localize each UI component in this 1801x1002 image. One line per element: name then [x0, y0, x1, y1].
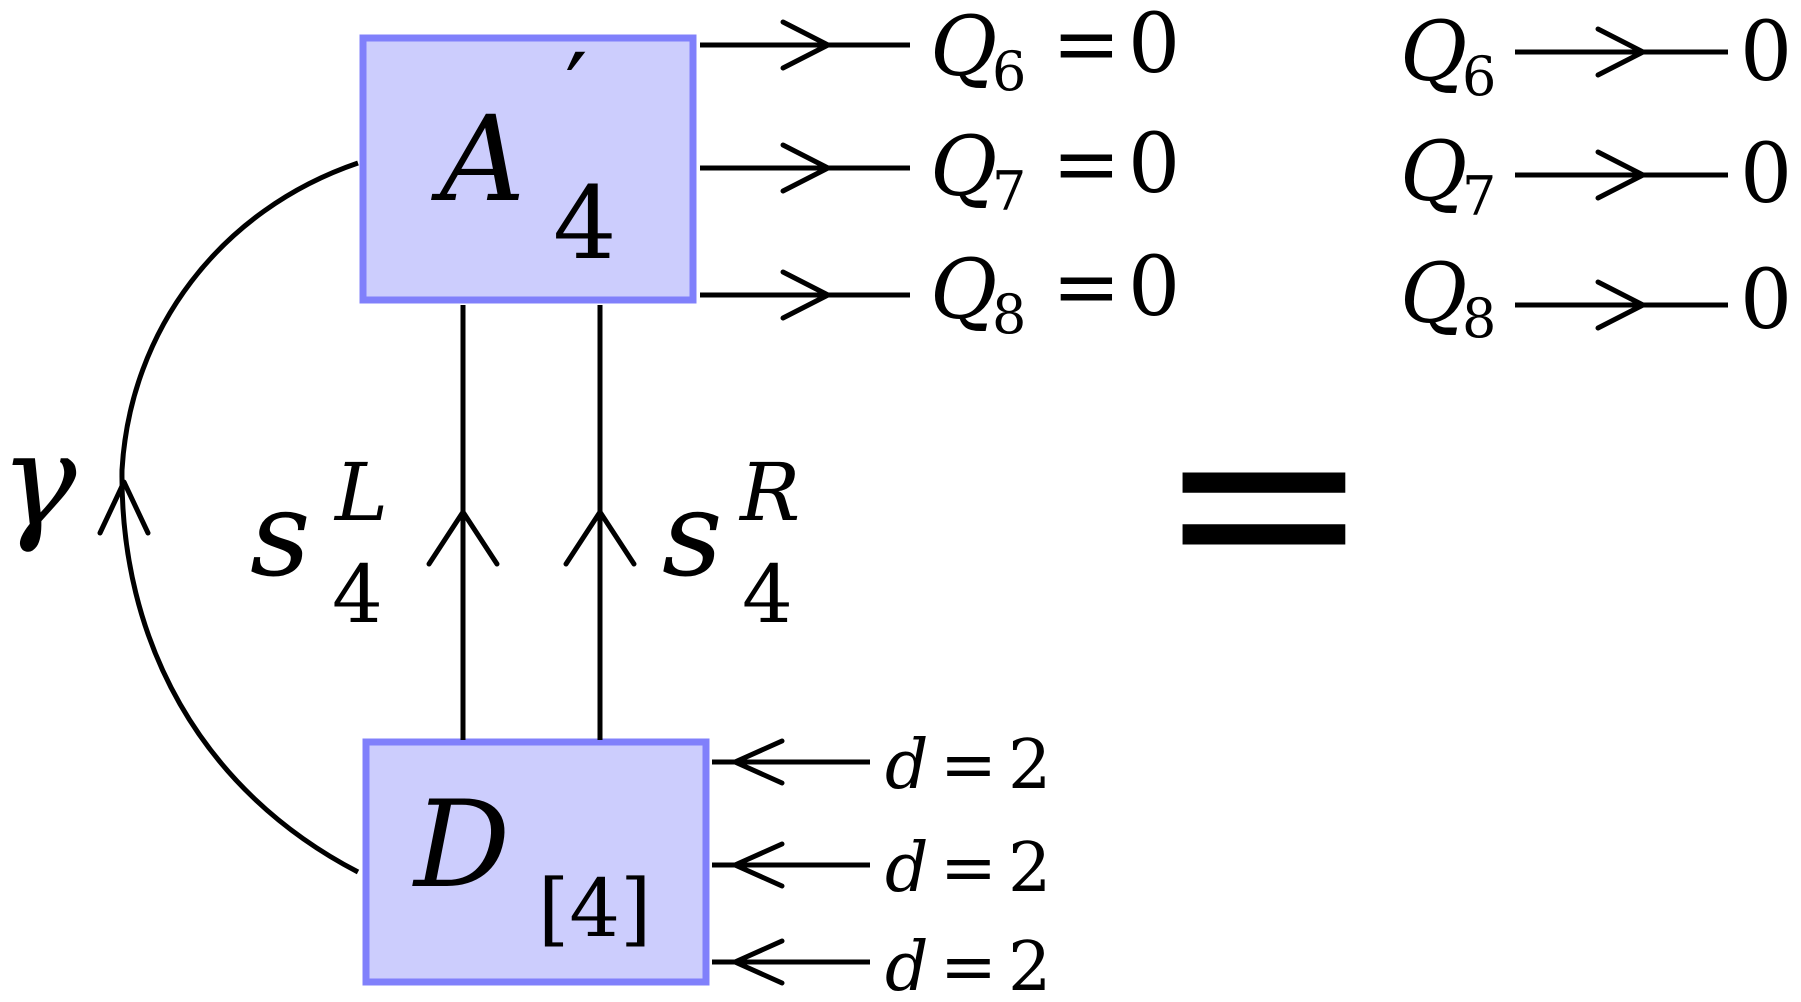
left-wire-label-subscript: 4 [332, 548, 383, 641]
left-wire-arrowhead-icon [426, 509, 500, 567]
output-arrowhead-icon [780, 142, 831, 194]
input-2-relation: = [940, 829, 997, 908]
input-3-relation: = [940, 928, 997, 997]
input-1-value: 2 [1008, 726, 1051, 805]
result-q7-subscript: 7 [1462, 165, 1496, 228]
output-q7-value: 0 [1128, 117, 1180, 212]
left-wire-label-superscript: L [333, 446, 388, 539]
output-q7-relation: = [1052, 117, 1121, 212]
result-arrowhead-icon [1595, 149, 1646, 201]
top-box-subscript: 4 [553, 165, 617, 282]
bottom-box-subscript: [4] [538, 862, 651, 955]
right-wire-label-superscript: R [738, 446, 800, 539]
input-arrowhead-icon [732, 841, 785, 889]
result-q7-value: 0 [1740, 127, 1792, 222]
input-arrowhead-icon [732, 938, 785, 986]
output-q7-base: Q [930, 120, 997, 215]
input-1-relation: = [940, 726, 997, 805]
result-q7: Q 7 0 [1400, 125, 1792, 228]
result-arrowhead-icon [1595, 279, 1646, 331]
output-q6-subscript: 6 [992, 40, 1026, 103]
result-q8-base: Q [1400, 247, 1467, 342]
output-q6-relation: = [1052, 0, 1121, 92]
result-q6: Q 6 0 [1400, 5, 1792, 108]
output-leg-q8: Q 8 = 0 [700, 240, 1180, 346]
output-q6-base: Q [930, 0, 997, 95]
input-leg-3: d = 2 [712, 928, 1051, 1002]
input-arrowhead-icon [732, 738, 785, 786]
output-q7-subscript: 7 [992, 160, 1026, 223]
top-box [359, 34, 697, 304]
gamma-arc [119, 160, 360, 875]
output-q6-value: 0 [1128, 0, 1180, 92]
input-leg-2: d = 2 [712, 829, 1051, 908]
gamma-arrowhead-icon [97, 479, 151, 536]
top-box-prime: ′ [565, 32, 588, 149]
input-2-value: 2 [1008, 829, 1051, 908]
output-arrowhead-icon [780, 269, 831, 321]
result-q8-value: 0 [1740, 253, 1792, 348]
output-q8-base: Q [930, 243, 997, 338]
result-q8-subscript: 8 [1462, 287, 1496, 350]
bottom-box-letter: D [412, 776, 510, 915]
right-wire-label-base: s [662, 465, 723, 603]
result-q6-base: Q [1400, 5, 1467, 100]
input-3-value: 2 [1008, 928, 1051, 997]
input-2-var: d [885, 829, 929, 908]
output-q8-relation: = [1052, 240, 1121, 335]
result-q7-base: Q [1400, 125, 1467, 220]
equals-sign: = [1155, 350, 1373, 652]
gamma-label: γ [0, 407, 77, 556]
output-arrowhead-icon [780, 19, 831, 71]
result-arrowhead-icon [1595, 26, 1646, 78]
result-q6-subscript: 6 [1462, 45, 1496, 108]
right-wire-arrowhead-icon [563, 509, 637, 567]
output-q8-subscript: 8 [992, 283, 1026, 346]
output-leg-q7: Q 7 = 0 [700, 117, 1180, 223]
output-leg-q6: Q 6 = 0 [700, 0, 1180, 103]
input-leg-1: d = 2 [712, 726, 1051, 805]
input-3-var: d [885, 928, 929, 997]
top-box-letter: A [431, 90, 525, 228]
left-wire-label-base: s [250, 465, 311, 603]
bottom-box [362, 738, 710, 986]
input-1-var: d [885, 726, 929, 805]
result-q6-value: 0 [1740, 5, 1792, 100]
result-q8: Q 8 0 [1400, 247, 1792, 350]
output-q8-value: 0 [1128, 240, 1180, 335]
right-wire-label-subscript: 4 [742, 548, 793, 641]
